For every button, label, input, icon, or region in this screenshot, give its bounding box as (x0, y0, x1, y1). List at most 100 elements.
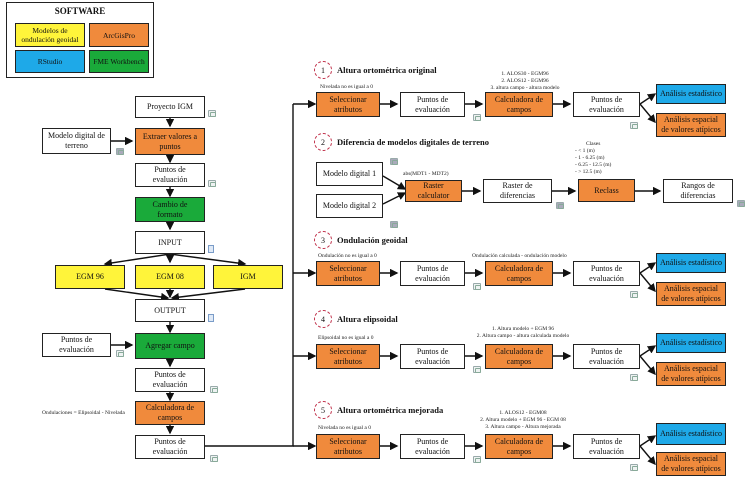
select-note: Ondulación no es igual a 0 (318, 253, 377, 259)
step-number-2: 2 (314, 133, 332, 151)
agregar-campo-box: Agregar campo (135, 333, 205, 359)
legend-title: SOFTWARE (54, 6, 106, 16)
extraer-valores-box: Extraer valores a puntos (135, 128, 205, 155)
formula-line: 1. ALOS30 - EGM96 (501, 71, 549, 77)
raster-calculator-box: Raster calculator (405, 180, 462, 202)
image-icon (208, 110, 216, 117)
image-icon (630, 464, 638, 471)
puntos-evaluacion-box: Puntos de evaluación (573, 92, 640, 117)
image-icon (208, 180, 216, 187)
puntos-evaluacion-box: Puntos de evaluación (400, 261, 465, 286)
calculadora-campos-box: Calculadora de campos (485, 434, 553, 459)
analisis-estadistico-box: Análisis estadístico (656, 423, 726, 445)
formula-line: 2. ALOS12 - EGM96 (501, 77, 549, 84)
raster-formula-note: abs(MDT1 - MDT2) (403, 171, 449, 177)
raster-icon (116, 148, 124, 155)
section-title-4: Altura elipsoidal (337, 314, 398, 324)
seleccionar-atributos-box: Seleccionar atributos (316, 434, 380, 459)
analisis-estadistico-box: Análisis estadístico (656, 84, 726, 104)
puntos-evaluacion-box: Puntos de evaluación (573, 261, 640, 286)
image-icon (630, 122, 638, 129)
calc-formula-note: 1. Altura modelo + EGM 96 2. Altura camp… (468, 326, 578, 340)
raster-diferencias-box: Raster de diferencias (483, 179, 552, 203)
calculadora-campos-box: Calculadora de campos (485, 92, 553, 117)
puntos-evaluacion-box: Puntos de evaluación (135, 368, 205, 392)
raster-icon (556, 202, 564, 209)
select-note: Elipsoidal no es igual a 0 (318, 335, 374, 341)
proyecto-igm-box: Proyecto IGM (135, 96, 205, 118)
formula-line: 1. Altura modelo + EGM 96 (491, 326, 555, 332)
image-icon (473, 283, 481, 290)
image-icon (210, 455, 218, 462)
rangos-diferencias-box: Rangos de diferencias (663, 179, 733, 203)
image-icon (473, 366, 481, 373)
analisis-espacial-box: Análisis espacial de valores atípicos (656, 452, 726, 476)
step-number-5: 5 (314, 401, 332, 419)
legend-item-geoid-models: Modelos de ondulación geoidal (15, 23, 85, 47)
analisis-estadistico-box: Análisis estadístico (656, 333, 726, 353)
image-icon (210, 386, 218, 393)
calc-formula-note: Ondulación calculada - ondulación modelo (472, 253, 567, 259)
puntos-evaluacion-input-box: Puntos de evaluación (42, 333, 111, 357)
section-title-3: Ondulación geoidal (337, 235, 408, 245)
input-box: INPUT (135, 231, 205, 254)
software-legend: SOFTWARE Modelos de ondulación geoidal A… (6, 2, 154, 78)
formula-line: 3. altura campo - altura modelo (490, 84, 560, 91)
legend-item-fme-workbench: FME Workbench (89, 50, 149, 73)
analisis-espacial-box: Análisis espacial de valores atípicos (656, 282, 726, 306)
igm-box: IGM (213, 265, 283, 289)
formula-line: 2. Altura modelo + EGM 96 - EGM 08 (480, 416, 566, 423)
puntos-evaluacion-box: Puntos de evaluación (400, 344, 465, 369)
calc-formula-note: Ondulaciones = Elipsoidal - Nivelada (42, 410, 125, 416)
class-line: - 1 - 6.25 (m) (575, 154, 605, 161)
classes-title: Clases (585, 141, 601, 147)
egm08-box: EGM 08 (135, 265, 205, 289)
step-number-1: 1 (314, 61, 332, 79)
formula-line: 2. Altura campo - altura calculada model… (476, 332, 570, 339)
legend-item-arcgispro: ArcGisPro (89, 23, 149, 47)
puntos-evaluacion-box: Puntos de evaluación (573, 344, 640, 369)
image-icon (473, 114, 481, 121)
image-icon (473, 456, 481, 463)
puntos-evaluacion-box: Puntos de evaluación (135, 163, 205, 187)
raster-icon (390, 221, 398, 228)
seleccionar-atributos-box: Seleccionar atributos (316, 92, 380, 117)
class-line: - < 1 (m) (575, 147, 595, 154)
egm96-box: EGM 96 (55, 265, 125, 289)
formula-line: 1. ALOS12 - EGM08 (499, 410, 547, 416)
class-line: - 6.25 - 12.5 (m) (575, 161, 612, 168)
puntos-evaluacion-box: Puntos de evaluación (573, 434, 640, 459)
image-icon (630, 374, 638, 381)
puntos-evaluacion-box: Puntos de evaluación (400, 92, 465, 117)
select-note: Nivelada no es igual a 0 (318, 425, 371, 431)
legend-item-rstudio: RStudio (15, 50, 85, 73)
image-icon (116, 350, 124, 357)
classes-note: Clases - < 1 (m) - 1 - 6.25 (m) - 6.25 -… (575, 141, 611, 175)
reclass-box: Reclass (578, 179, 635, 202)
calc-formula-note: 1. ALOS30 - EGM96 2. ALOS12 - EGM96 3. a… (470, 71, 580, 92)
puntos-evaluacion-box: Puntos de evaluación (135, 435, 205, 459)
step-number-3: 3 (314, 231, 332, 249)
select-note: Nivelada no es igual a 0 (320, 84, 373, 90)
section-title-1: Altura ortométrica original (337, 65, 437, 75)
document-icon (208, 245, 214, 253)
image-icon (630, 291, 638, 298)
class-line: - > 12.5 (m) (575, 168, 602, 175)
seleccionar-atributos-box: Seleccionar atributos (316, 261, 380, 286)
section-title-5: Altura ortométrica mejorada (337, 405, 444, 415)
step-number-4: 4 (314, 310, 332, 328)
modelo-digital-terreno-box: Modelo digital de terreno (42, 128, 111, 154)
analisis-espacial-box: Análisis espacial de valores atípicos (656, 362, 726, 386)
output-box: OUTPUT (135, 299, 205, 322)
raster-icon (390, 158, 398, 165)
calculadora-campos-box: Calculadora de campos (485, 261, 553, 286)
modelo-digital-1-box: Modelo digital 1 (316, 162, 383, 186)
section-title-2: Diferencia de modelos digitales de terre… (337, 137, 489, 147)
calculadora-campos-box: Calculadora de campos (485, 344, 553, 369)
puntos-evaluacion-box: Puntos de evaluación (400, 434, 465, 459)
calculadora-campos-box: Calculadora de campos (135, 401, 205, 425)
calc-formula-note: 1. ALOS12 - EGM08 2. Altura modelo + EGM… (468, 410, 578, 431)
document-icon (208, 314, 214, 322)
formula-line: 3. Altura campo - Altura mejorada (485, 423, 561, 430)
